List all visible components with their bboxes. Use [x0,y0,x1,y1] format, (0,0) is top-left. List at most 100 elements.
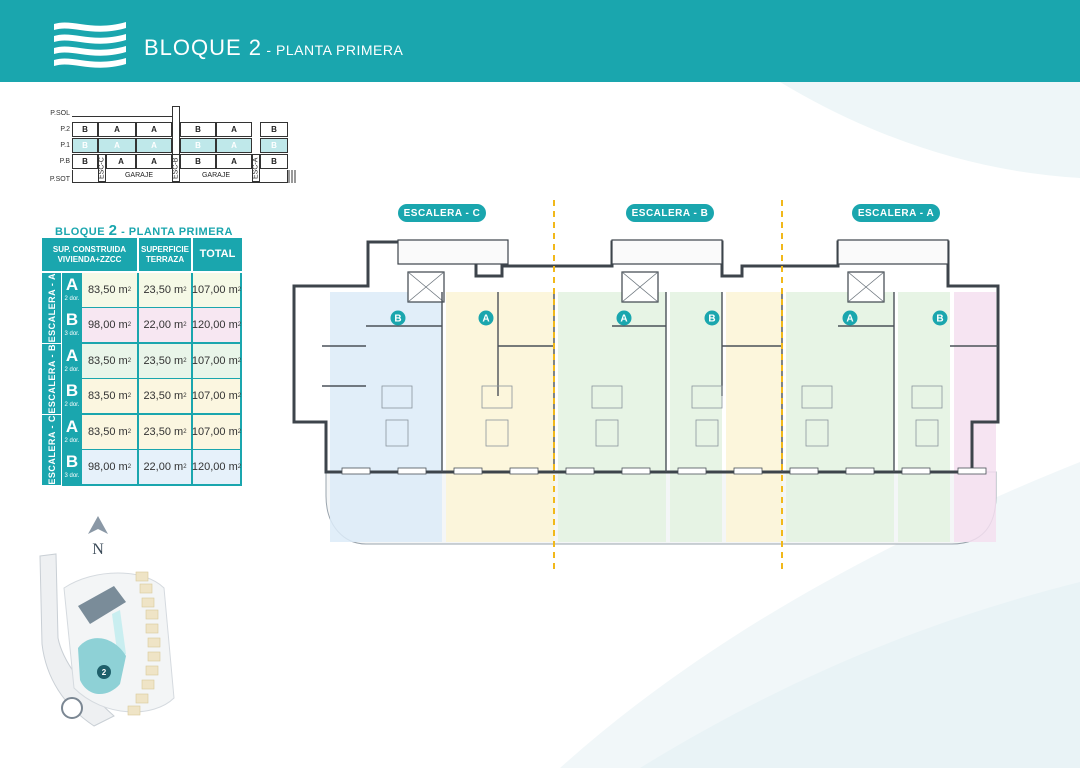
stair-core [611,239,723,265]
furniture-sofa [911,385,943,409]
window [677,467,707,475]
level-label: P.SOL [50,110,70,117]
stair-group-label: ESCALERA - A [42,273,61,343]
apartment-zone [726,292,782,542]
unit-cell-highlight: B [180,138,216,153]
stair-group-label: ESCALERA - C [42,415,61,485]
garage-label: GARAJE [124,172,153,179]
furniture-table [595,419,619,447]
window [789,467,819,475]
apartment-zone [558,292,666,542]
unit-cell: B [260,154,288,169]
furniture-sofa [591,385,623,409]
unit-marker [704,310,720,326]
furniture-sofa [801,385,833,409]
header-bar: BLOQUE 2 - PLANTA PRIMERA [0,0,1080,82]
unit-marker-label: B [708,314,715,325]
unit-cell: B [180,122,216,137]
window [565,467,595,475]
level-label: P.SOT [49,176,70,183]
north-label: N [92,541,104,558]
unit-marker [478,310,494,326]
unit-cell: A [136,122,172,137]
unit-marker [842,310,858,326]
building-walls [292,240,1000,474]
unit-marker-label: A [846,314,853,325]
window [733,467,763,475]
level-label: P.2 [60,126,70,133]
furniture-sofa [481,385,513,409]
elevator-cross [847,271,885,303]
site-map: 2 [39,553,175,727]
stair-badge-a: ESCALERA - A [852,204,940,222]
unit-marker-label: A [482,314,489,325]
furniture-table [385,419,409,447]
elevator-cross [621,271,659,303]
window [509,467,539,475]
apartment-zone [954,292,996,542]
unit-cell: B [180,154,216,169]
apartment-zone [330,292,442,542]
north-arrow-icon: N [88,516,108,558]
window [957,467,987,475]
furniture-table [485,419,509,447]
unit-marker-label: A [620,314,627,325]
title-dash: - [262,42,276,58]
window [621,467,651,475]
elevator-cross [407,271,445,303]
window [397,467,427,475]
level-schema: P.SOL P.2 P.1 P.B P.SOT B A A B A B B A … [40,106,300,190]
unit-marker [932,310,948,326]
rooftop-line [72,116,172,117]
unit-cell: B [260,122,288,137]
furniture-sofa [691,385,723,409]
unit-marker-label: B [936,314,943,325]
window [341,467,371,475]
apartment-zone [670,292,722,542]
unit-marker [390,310,406,326]
apartment-zone [446,292,554,542]
header-total: TOTAL [193,238,242,271]
row-separator [62,413,242,415]
row-separator [62,484,242,486]
unit-cell: A [136,154,172,169]
unit-marker-label: B [394,314,401,325]
unit-cell-highlight: A [136,138,172,153]
garage-label: GARAJE [201,172,230,179]
areas-table-title: BLOQUE 2 - PLANTA PRIMERA [55,222,233,239]
site-block-number: 2 [102,668,107,677]
unit-cell: B [72,154,98,169]
window [845,467,875,475]
apartment-zone [786,292,894,542]
basement-ramp [288,170,296,183]
waves-logo-icon [54,22,126,68]
unit-cell-highlight: B [72,138,98,153]
furniture-sofa [381,385,413,409]
window [901,467,931,475]
stair-group-label: ESCALERA - B [42,344,61,414]
unit-cell: A [216,154,252,169]
row-separator [62,342,242,344]
furniture-table [915,419,939,447]
